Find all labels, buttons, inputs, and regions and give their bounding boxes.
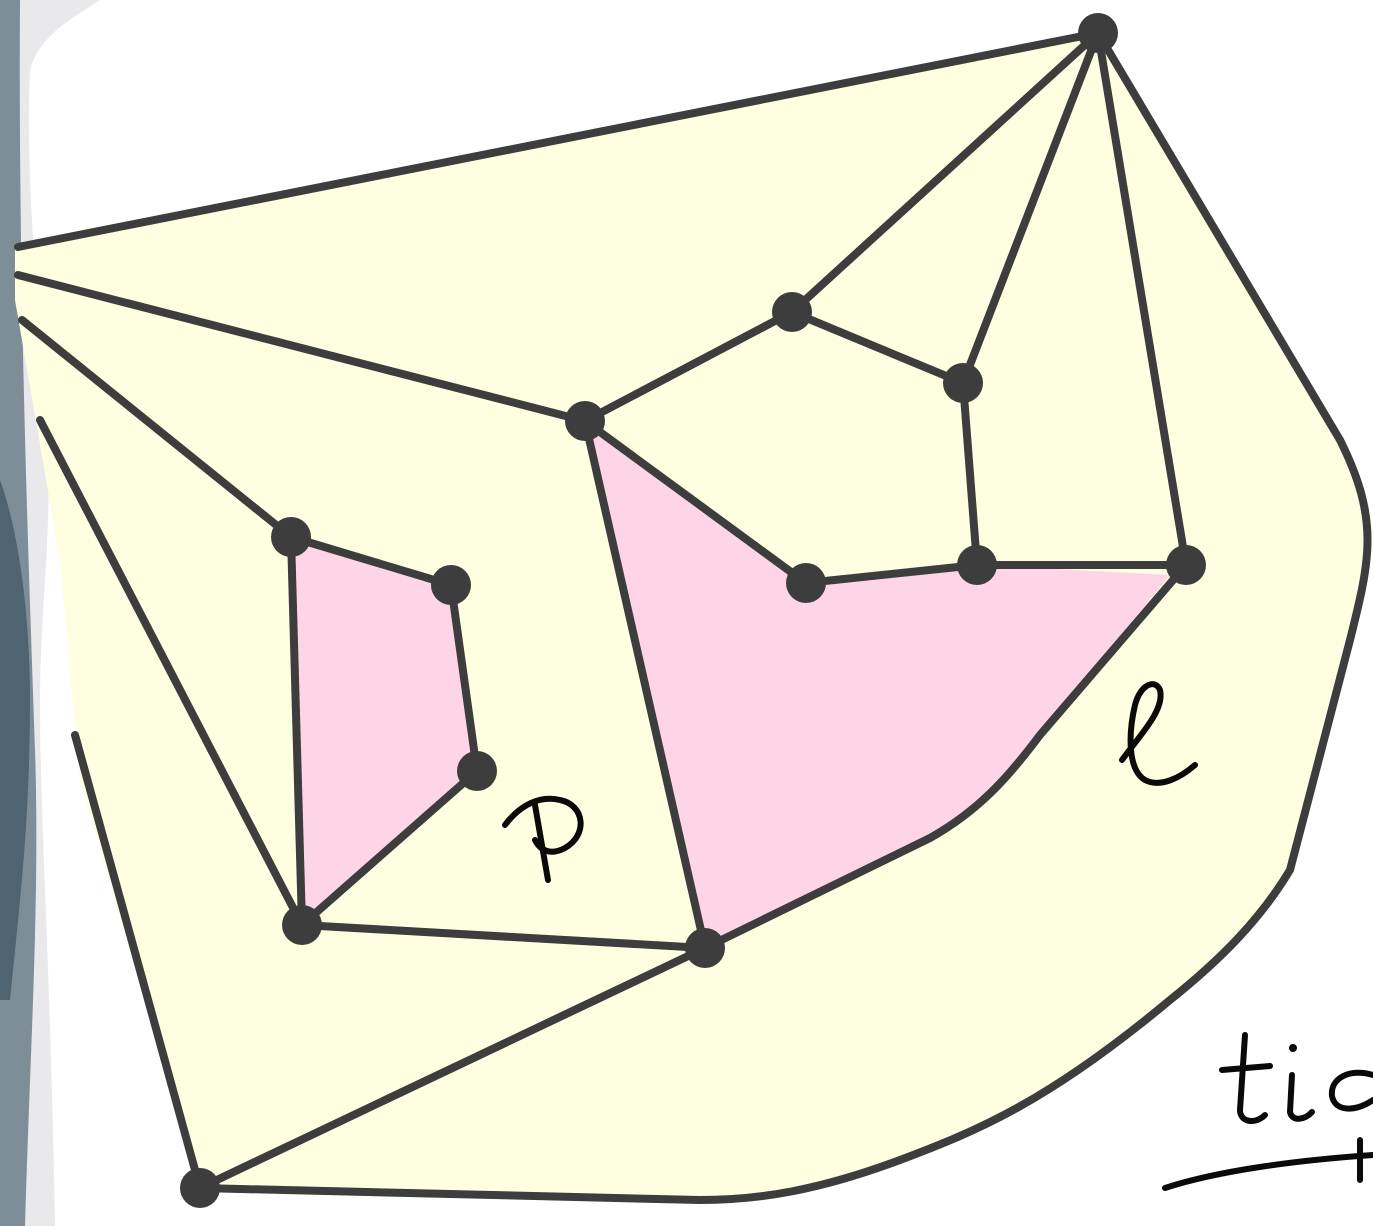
vertex	[1166, 545, 1206, 585]
vertex	[565, 401, 605, 441]
vertex	[431, 565, 471, 605]
corner-handwriting: tig	[1165, 1035, 1373, 1188]
vertex	[685, 928, 725, 968]
vertex	[957, 545, 997, 585]
vertex	[180, 1168, 220, 1208]
vertex	[282, 905, 322, 945]
vertex	[786, 563, 826, 603]
corner-word-text: tig	[1230, 1108, 1232, 1111]
vertex	[457, 751, 497, 791]
vertex	[1078, 13, 1118, 53]
vertex	[943, 363, 983, 403]
vertex	[271, 517, 311, 557]
vertex	[772, 292, 812, 332]
